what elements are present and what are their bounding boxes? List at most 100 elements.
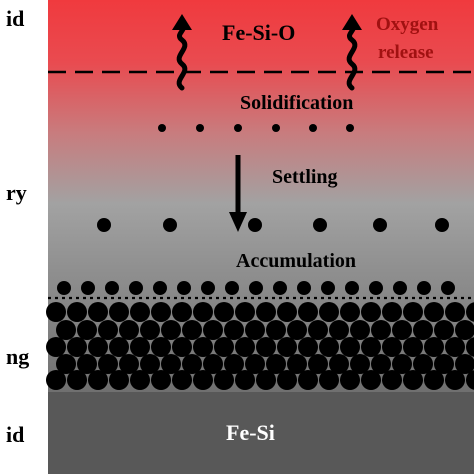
particle (266, 354, 286, 374)
particle (81, 281, 95, 295)
particle (361, 302, 381, 322)
particle (161, 320, 181, 340)
side-label-upper-middle: ry (6, 180, 27, 205)
substrate-region (48, 392, 474, 474)
down-arrow-icon (229, 155, 247, 232)
particle (88, 302, 108, 322)
particle (424, 337, 444, 357)
particle (287, 354, 307, 374)
particle (235, 337, 255, 357)
particle (245, 320, 265, 340)
particle (455, 354, 474, 374)
particle (235, 370, 255, 390)
particle (98, 320, 118, 340)
particle (203, 354, 223, 374)
particle (151, 337, 171, 357)
particle (46, 337, 66, 357)
particle (277, 337, 297, 357)
particle (193, 302, 213, 322)
particle (46, 370, 66, 390)
particle (392, 320, 412, 340)
particle (182, 354, 202, 374)
particle (56, 320, 76, 340)
particle (193, 370, 213, 390)
particle (319, 337, 339, 357)
particle (319, 302, 339, 322)
particle (224, 354, 244, 374)
particle (466, 302, 474, 322)
particle (249, 281, 263, 295)
particle (151, 302, 171, 322)
particle (67, 337, 87, 357)
particle (98, 354, 118, 374)
particle (130, 302, 150, 322)
side-label-top: id (6, 6, 25, 31)
particle (321, 281, 335, 295)
arrow-head (172, 14, 192, 30)
particle (382, 337, 402, 357)
particle (340, 337, 360, 357)
solidification-dots (158, 124, 354, 132)
particle (140, 354, 160, 374)
particle (403, 302, 423, 322)
particle (56, 354, 76, 374)
particle (203, 320, 223, 340)
particle (109, 337, 129, 357)
particle (298, 337, 318, 357)
particle (67, 302, 87, 322)
particle (109, 370, 129, 390)
particle (130, 370, 150, 390)
particle (287, 320, 307, 340)
particle (119, 354, 139, 374)
particle (382, 370, 402, 390)
particle (88, 337, 108, 357)
side-label-bottom: id (6, 422, 25, 447)
particle (214, 370, 234, 390)
particle (308, 320, 328, 340)
particle (214, 337, 234, 357)
particle (256, 302, 276, 322)
particle (225, 281, 239, 295)
particle (266, 320, 286, 340)
side-label-lower-middle: ng (6, 344, 30, 369)
particle (413, 320, 433, 340)
particle (413, 354, 433, 374)
particle (308, 354, 328, 374)
particle (434, 354, 454, 374)
particle (77, 320, 97, 340)
particle (105, 281, 119, 295)
settling-label: Settling (272, 166, 338, 188)
particle (345, 281, 359, 295)
wavy-up-arrow-icon (172, 14, 192, 91)
particle (329, 320, 349, 340)
particle (455, 320, 474, 340)
particle (424, 302, 444, 322)
particle (298, 370, 318, 390)
particle (445, 302, 465, 322)
particle (434, 320, 454, 340)
particle (361, 370, 381, 390)
solidification-label: Solidification (240, 92, 354, 114)
particle-bed (46, 302, 474, 390)
particle (214, 302, 234, 322)
particle (273, 281, 287, 295)
particle (172, 370, 192, 390)
particle (182, 320, 202, 340)
particle (77, 354, 97, 374)
settling-particles (97, 218, 449, 232)
particle (361, 337, 381, 357)
particle (172, 337, 192, 357)
particle (88, 370, 108, 390)
particle (161, 354, 181, 374)
particle (298, 302, 318, 322)
gas-label: Fe-Si-O (222, 20, 296, 45)
particle (151, 370, 171, 390)
oxygen-label-line2: release (378, 42, 434, 63)
accumulation-label: Accumulation (236, 250, 356, 272)
particle (67, 370, 87, 390)
particle (371, 320, 391, 340)
particle (382, 302, 402, 322)
particle (109, 302, 129, 322)
particle (172, 302, 192, 322)
